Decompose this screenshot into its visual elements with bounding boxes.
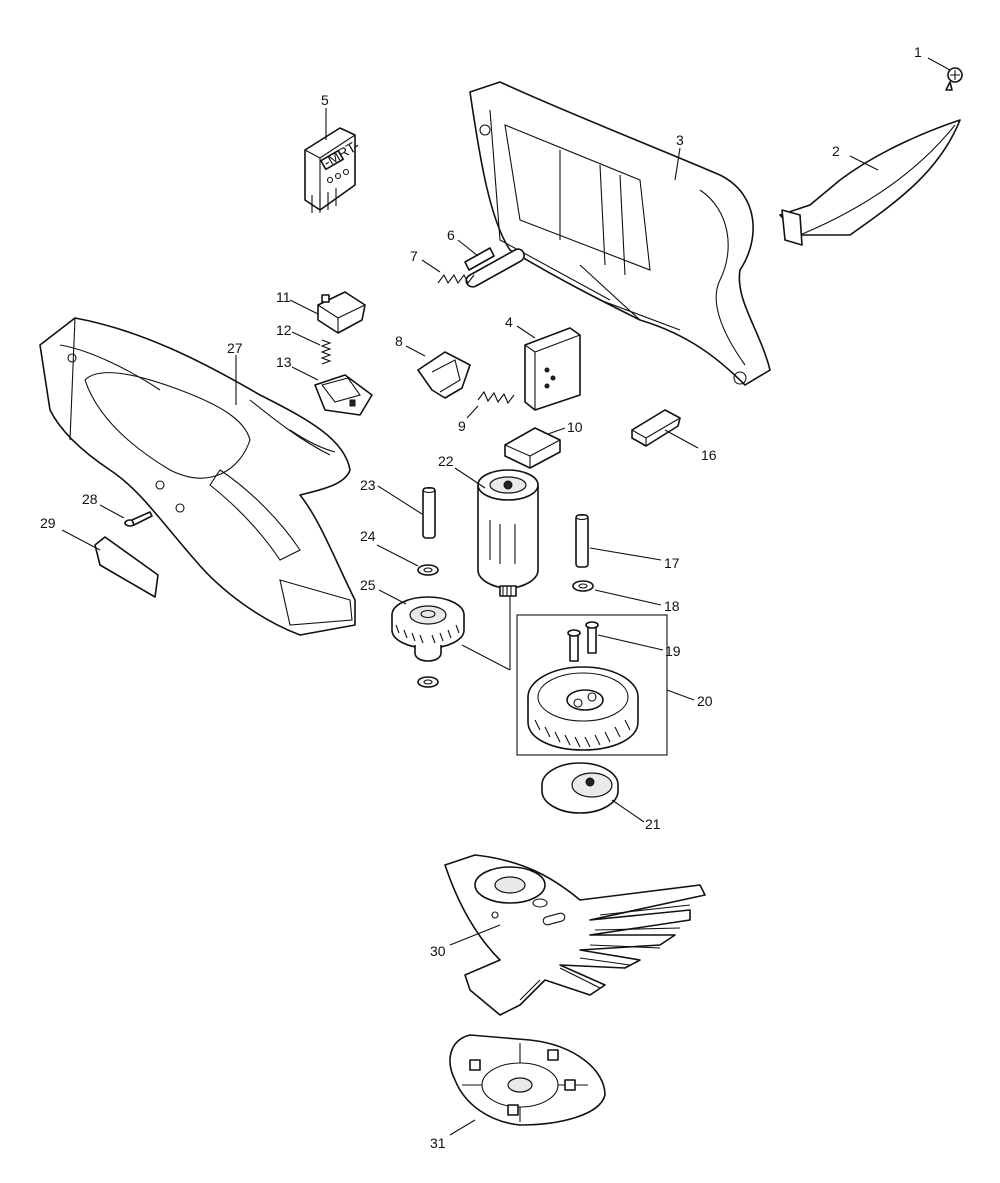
part-blade-cover-2 [779, 119, 961, 246]
callout-27: 27 [227, 340, 243, 356]
part-pin-17 [575, 513, 589, 568]
callout-30: 30 [430, 943, 446, 959]
part-washer-24 [417, 564, 439, 576]
callout-2: 2 [832, 143, 840, 159]
callout-25: 25 [360, 577, 376, 593]
callout-23: 23 [360, 477, 376, 493]
part-spring-7 [437, 273, 475, 285]
callout-5: 5 [321, 92, 329, 108]
part-spring-9 [477, 390, 515, 405]
part-washer-25b [417, 676, 439, 688]
part-button-13 [314, 374, 373, 416]
part-gear-assembly-20 [516, 614, 668, 756]
part-housing-27 [39, 317, 356, 636]
part-plate-21 [541, 762, 619, 814]
part-screw-28 [124, 511, 153, 527]
callout-22: 22 [438, 453, 454, 469]
part-gear-25 [391, 596, 465, 662]
callout-18: 18 [664, 598, 680, 614]
part-switch-module-5: -MRT- [304, 127, 362, 213]
part-stopper-16 [631, 409, 681, 447]
callout-13: 13 [276, 354, 292, 370]
callout-21: 21 [645, 816, 661, 832]
part-base-plate-31 [449, 1034, 606, 1126]
part-holder-10 [504, 427, 561, 469]
part-microswitch-11 [317, 291, 366, 334]
callout-9: 9 [458, 418, 466, 434]
callout-7: 7 [410, 248, 418, 264]
part-label-29 [94, 536, 159, 598]
part-rod-6 [464, 247, 525, 288]
part-clip-8 [417, 351, 471, 399]
callout-31: 31 [430, 1135, 446, 1151]
callout-29: 29 [40, 515, 56, 531]
callout-19: 19 [665, 643, 681, 659]
part-motor-22 [477, 469, 539, 597]
callout-6: 6 [447, 227, 455, 243]
callout-numbers: 1 2 3 4 5 6 7 8 9 10 11 12 13 16 17 18 1… [40, 44, 922, 1151]
callout-20: 20 [697, 693, 713, 709]
part-pins-19 [567, 621, 599, 662]
part-blade-30 [444, 854, 706, 1016]
callout-16: 16 [701, 447, 717, 463]
part-block-4 [524, 327, 581, 411]
part-housing-3 [469, 81, 771, 386]
callout-17: 17 [664, 555, 680, 571]
callout-8: 8 [395, 333, 403, 349]
callout-24: 24 [360, 528, 376, 544]
callout-12: 12 [276, 322, 292, 338]
callout-10: 10 [567, 419, 583, 435]
callout-4: 4 [505, 314, 513, 330]
callout-28: 28 [82, 491, 98, 507]
leader-lines [61, 57, 951, 1136]
part-spring-12 [320, 339, 332, 365]
callout-3: 3 [676, 132, 684, 148]
part-pin-23 [422, 486, 436, 539]
callout-11: 11 [276, 289, 291, 305]
part-screw-1 [945, 67, 963, 91]
part-washer-18 [572, 580, 594, 592]
callout-1: 1 [914, 44, 922, 60]
